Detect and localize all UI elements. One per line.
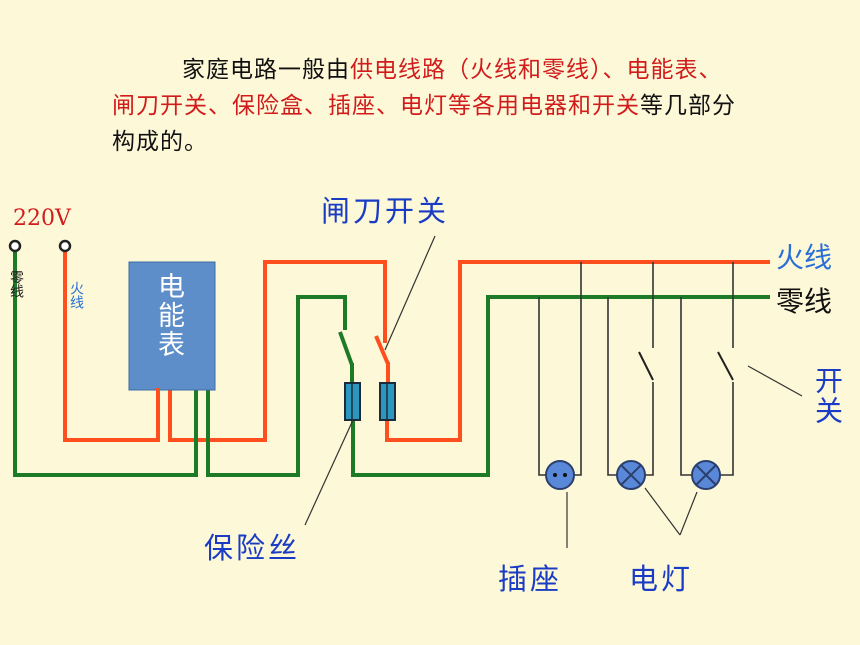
switch-label: 开关 bbox=[811, 366, 844, 426]
terminal-neutral bbox=[8, 239, 22, 253]
lamp-1 bbox=[616, 460, 646, 490]
lamp-label: 电灯 bbox=[629, 562, 694, 596]
voltage-label: 220V bbox=[13, 206, 71, 231]
socket-symbol bbox=[545, 460, 575, 490]
socket-pin-2 bbox=[563, 473, 567, 477]
leader-lamp-2 bbox=[679, 491, 698, 536]
live-wire-label: 火线 bbox=[776, 241, 833, 274]
knife-switch-label: 闸刀开关 bbox=[321, 194, 450, 228]
leader-lines bbox=[304, 235, 803, 548]
socket-label: 插座 bbox=[498, 562, 563, 596]
left-live-label: 火线 bbox=[68, 281, 84, 309]
left-neutral-label: 零线 bbox=[8, 270, 24, 298]
intro-highlight-components: 、电能表、闸刀开关、保险盒、插座、电灯等各用电器和开关 bbox=[112, 57, 723, 119]
lamp1-branch-left bbox=[607, 297, 654, 476]
energy-meter-label: 电能表 bbox=[153, 272, 184, 359]
intro-text-1: 家庭电路一般由 bbox=[182, 57, 350, 83]
terminal-live bbox=[58, 239, 72, 253]
neutral-wire-input bbox=[13, 252, 198, 477]
intro-paragraph: 家庭电路一般由供电线路（火线和零线）、电能表、闸刀开关、保险盒、插座、电灯等各用… bbox=[112, 52, 742, 160]
leader-switch bbox=[747, 365, 803, 397]
live-wires bbox=[63, 252, 770, 442]
knife-blade-right bbox=[374, 335, 390, 365]
socket-pin-1 bbox=[553, 473, 557, 477]
intro-highlight-supply: 供电线路（火线和零线） bbox=[350, 57, 603, 83]
neutral-wire-label: 零线 bbox=[776, 285, 833, 318]
neutral-wire-meter-out bbox=[206, 295, 347, 477]
live-wire-meter-out bbox=[168, 260, 387, 442]
switch-1 bbox=[638, 351, 654, 381]
live-wire-fuse-out bbox=[385, 260, 770, 442]
neutral-wires bbox=[13, 252, 770, 477]
live-wire-input bbox=[63, 252, 160, 442]
lamp-2 bbox=[691, 460, 721, 490]
neutral-wire-fuse-out bbox=[351, 295, 770, 477]
leader-fuse bbox=[304, 419, 354, 526]
leader-knife-switch bbox=[384, 235, 436, 351]
branch-wires bbox=[538, 262, 734, 476]
fuse-label: 保险丝 bbox=[204, 531, 301, 565]
leader-lamp-1 bbox=[644, 487, 681, 536]
energy-meter-box bbox=[128, 261, 216, 391]
socket-branch bbox=[538, 262, 582, 476]
switch-2 bbox=[717, 351, 734, 381]
knife-blade-left bbox=[338, 331, 354, 366]
lamp2-branch-left bbox=[680, 297, 734, 476]
intro-text-2: 等几部分构成的。 bbox=[112, 93, 736, 155]
